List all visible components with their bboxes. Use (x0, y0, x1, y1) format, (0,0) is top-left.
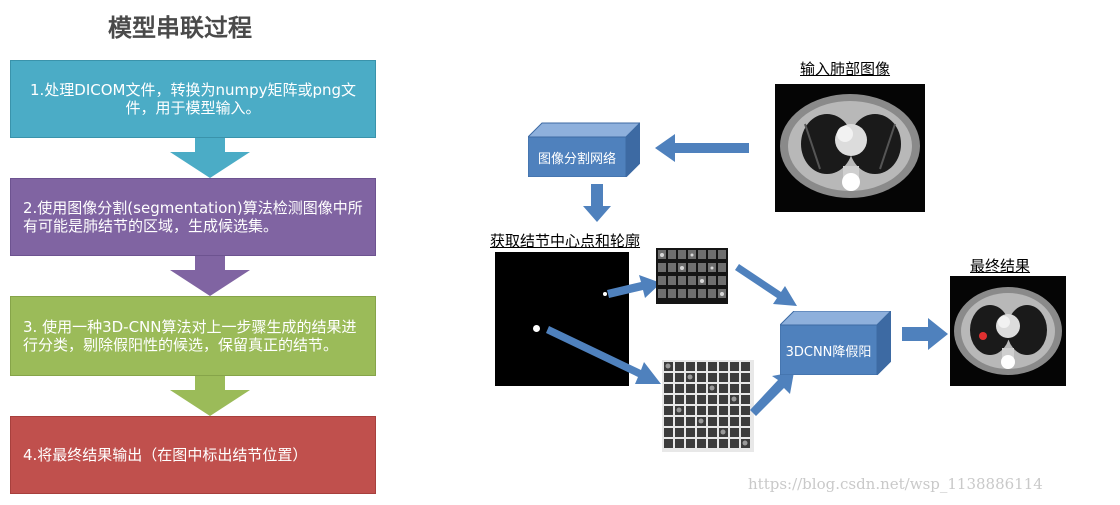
detected-nodule-marker (979, 332, 987, 340)
down-arrow-2 (170, 256, 250, 296)
step-4-box: 4.将最终结果输出（在图中标出结节位置） (10, 416, 376, 494)
step-1-text: 1.处理DICOM文件，转换为numpy矩阵或png文件，用于模型输入。 (29, 81, 357, 117)
arrow-dark-tiles-to-3dcnn (735, 264, 797, 306)
left-arrow-input-to-seg (655, 134, 749, 162)
candidate-tiles-light (662, 360, 754, 452)
final-result-ct-image (950, 276, 1066, 386)
step-2-box: 2.使用图像分割(segmentation)算法检测图像中所有可能是肺结节的区域… (10, 178, 376, 256)
down-arrow-1 (170, 138, 250, 178)
candidate-tiles-dark (656, 248, 728, 304)
down-arrow-seg-to-candidates (583, 184, 611, 222)
arrow-mask-to-dark-tiles (607, 275, 661, 298)
nodule-dot-small (603, 292, 607, 296)
right-arrow-3dcnn-to-result (902, 318, 948, 350)
3dcnn-label: 3DCNN降假阳 (785, 344, 872, 360)
step-1-box: 1.处理DICOM文件，转换为numpy矩阵或png文件，用于模型输入。 (10, 60, 376, 138)
step-2-text: 2.使用图像分割(segmentation)算法检测图像中所有可能是肺结节的区域… (23, 199, 363, 235)
step-3-text: 3. 使用一种3D-CNN算法对上一步骤生成的结果进行分类，剔除假阳性的候选，保… (23, 318, 357, 354)
final-result-label: 最终结果 (970, 257, 1031, 275)
arrow-light-tiles-to-3dcnn (750, 372, 794, 416)
nodule-dot-large (533, 325, 540, 332)
step-3-box: 3. 使用一种3D-CNN算法对上一步骤生成的结果进行分类，剔除假阳性的候选，保… (10, 296, 376, 376)
segmentation-mask-image (495, 252, 629, 386)
down-arrow-3 (170, 376, 250, 416)
step-4-text: 4.将最终结果输出（在图中标出结节位置） (23, 446, 308, 464)
arrow-mask-to-light-tiles (546, 326, 661, 384)
watermark-url: https://blog.csdn.net/wsp_1138886114 (748, 475, 1043, 493)
segmentation-network-label: 图像分割网络 (537, 151, 616, 167)
segmentation-network-box: 图像分割网络 (528, 121, 640, 177)
input-image-label: 输入肺部图像 (800, 60, 891, 78)
candidates-label: 获取结节中心点和轮廓 (490, 232, 641, 250)
diagram-title: 模型串联过程 (108, 14, 252, 42)
3dcnn-fp-reduction-box: 3DCNN降假阳 (780, 311, 891, 375)
input-lung-ct-image (775, 84, 925, 212)
